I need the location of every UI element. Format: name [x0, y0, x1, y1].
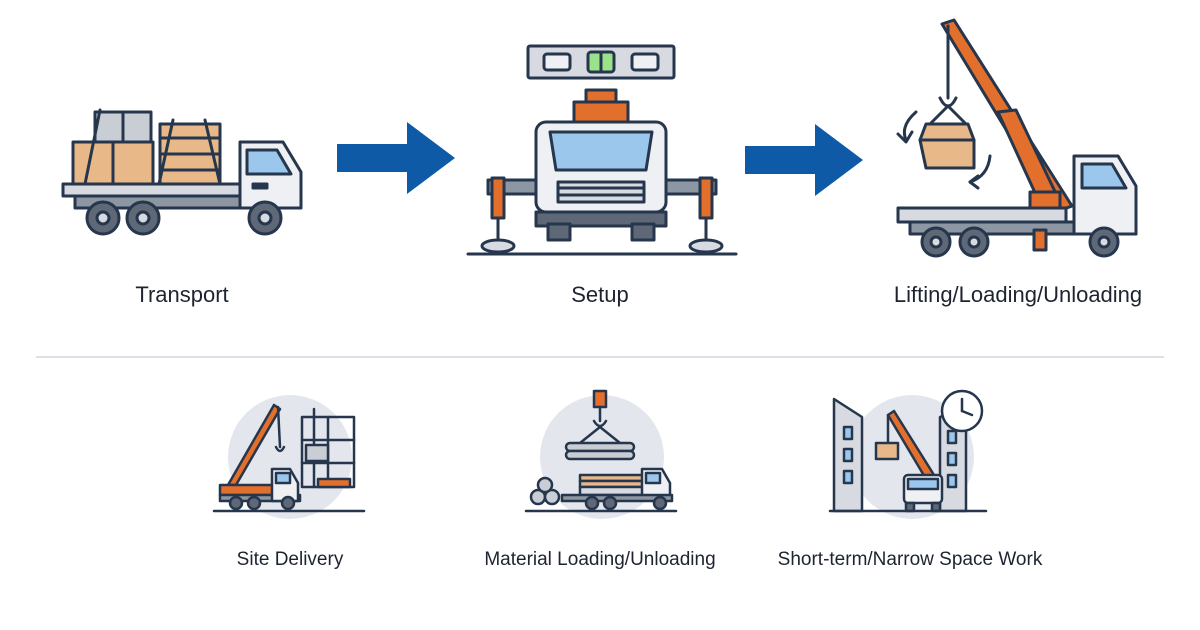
- section-divider: [36, 356, 1164, 358]
- outrigger-truck-level-icon: [466, 44, 738, 256]
- narrow-space-clock-icon: [828, 389, 988, 519]
- right-arrow-icon: [745, 124, 863, 196]
- truck-crane-lifting-icon: [896, 18, 1138, 258]
- material-loading-icon: [524, 389, 678, 519]
- flatbed-truck-icon: [61, 108, 303, 236]
- crane-site-delivery-icon: [212, 395, 366, 519]
- step-label-transport: Transport: [135, 282, 229, 307]
- use-label-narrow-space: Short-term/Narrow Space Work: [777, 549, 1043, 570]
- use-label-site-delivery: Site Delivery: [236, 549, 344, 570]
- step-label-setup: Setup: [571, 282, 629, 307]
- use-label-material-loading: Material Loading/Unloading: [484, 549, 716, 570]
- step-label-lifting: Lifting/Loading/Unloading: [893, 282, 1143, 307]
- right-arrow-icon: [337, 122, 455, 194]
